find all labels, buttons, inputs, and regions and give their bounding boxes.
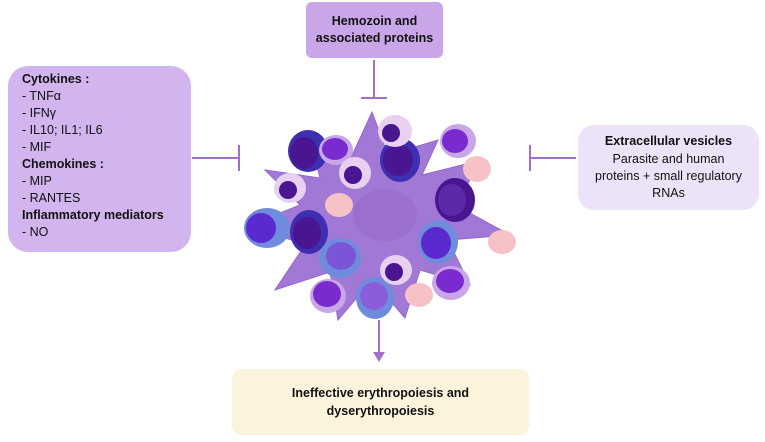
erythroblast [319,135,353,165]
red-blood-cell [488,230,516,254]
cytokines-heading: Cytokines : [22,72,90,86]
hemozoin-line2: associated proteins [315,31,434,45]
erythroblast [319,238,361,278]
erythroblast [339,157,371,189]
inflammatory-item: - NO [22,225,49,239]
erythroblast [274,173,306,203]
chemokines-heading: Chemokines : [22,157,104,171]
erythroblast [435,178,475,222]
erythroblast [310,279,346,313]
erythroblast [290,210,328,254]
cytokines-box: Cytokines : - TNFα - IFNγ - IL10; IL1; I… [8,66,191,252]
erythroblastic-island [244,110,516,322]
cytokine-item: - MIF [22,140,52,154]
ev-line: Parasite and human [612,152,725,166]
cytokine-item: - TNFα [22,89,61,103]
erythroblast [432,266,470,300]
ev-line: proteins + small regulatory [595,169,742,183]
outcome-line1: Ineffective erythropoiesis and [291,386,470,400]
extracellular-vesicles-box: Extracellular vesicles Parasite and huma… [578,125,759,210]
inhibitor-left [192,145,240,171]
erythroblast [356,277,394,319]
cytokine-item: - IFNγ [22,106,57,120]
outcome-line2: dyserythropoiesis [326,404,435,418]
erythroblast [380,255,412,285]
outcome-box: Ineffective erythropoiesis and dyserythr… [232,369,529,435]
macrophage-nucleus [353,189,417,241]
ev-line: RNAs [652,186,685,200]
hemozoin-box: Hemozoin and associated proteins [306,2,443,58]
red-blood-cell [325,193,353,217]
arrow-down [373,320,385,362]
chemokine-item: - MIP [22,174,52,188]
cytokine-item: - IL10; IL1; IL6 [22,123,103,137]
erythroblast [378,115,412,147]
inflammatory-heading: Inflammatory mediators [22,208,164,222]
inhibitor-right [529,145,576,171]
chemokine-item: - RANTES [22,191,81,205]
red-blood-cell [463,156,491,182]
inhibitor-top [361,60,387,99]
ev-heading: Extracellular vesicles [604,134,733,148]
hemozoin-line1: Hemozoin and [331,14,418,28]
red-blood-cell [405,283,433,307]
erythroblast [380,138,420,182]
erythroblast [440,124,476,158]
erythroblast [244,208,290,248]
erythroblast [418,220,458,264]
erythroblast [288,130,328,172]
